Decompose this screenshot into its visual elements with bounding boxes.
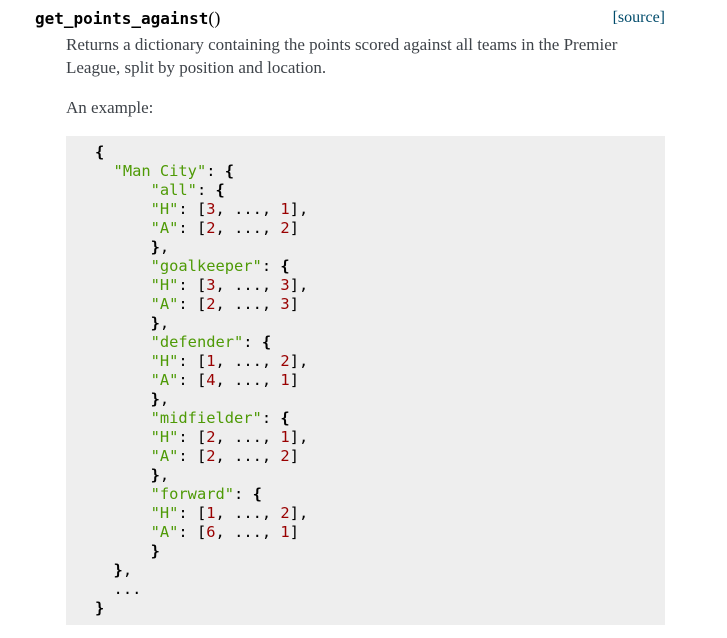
function-parens: () — [208, 8, 221, 28]
function-name: get_points_against — [35, 9, 209, 28]
code-ellipsis: ... — [113, 580, 142, 598]
code-group: "goalkeeper": { "H": [3, ..., 3], "A": [… — [150, 257, 309, 332]
source-link[interactable]: [source] — [612, 9, 665, 26]
code-group: "defender": { "H": [1, ..., 2], "A": [4,… — [150, 333, 309, 408]
example-label: An example: — [66, 98, 154, 117]
code-listing: { "Man City": { "all": { "H": [3, ..., 1… — [95, 143, 309, 617]
code-team-key: "Man City" — [113, 162, 207, 180]
code-block: { "Man City": { "all": { "H": [3, ..., 1… — [66, 136, 665, 625]
code-group: "forward": { "H": [1, ..., 2], "A": [6, … — [150, 485, 309, 560]
function-signature: get_points_against() — [35, 7, 220, 30]
function-description: Returns a dictionary containing the poin… — [66, 35, 618, 77]
code-group: "midfielder": { "H": [2, ..., 1], "A": [… — [150, 409, 309, 484]
code-group: "all": { "H": [3, ..., 1], "A": [2, ...,… — [150, 181, 309, 256]
